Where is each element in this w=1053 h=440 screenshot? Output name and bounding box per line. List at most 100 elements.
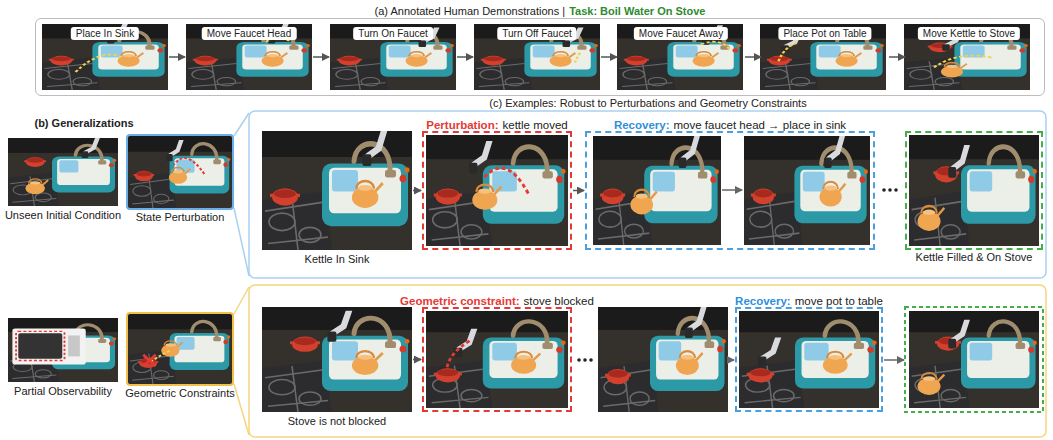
scene-photo — [744, 136, 870, 245]
recovery-frame: Recovery:move faucet head → place in sin… — [585, 131, 875, 250]
scene — [904, 24, 1030, 90]
scene — [474, 24, 600, 90]
frame-caption: Kettle In Sink — [305, 253, 370, 265]
scene-photo — [262, 307, 412, 412]
kettle — [262, 52, 288, 67]
step-arrow — [722, 189, 742, 191]
text-block: Unseen Initial Condition — [4, 209, 122, 222]
text-block: Move Faucet Away — [634, 27, 728, 40]
step-label: Move Faucet Head — [207, 28, 292, 39]
frame-heading: Recovery: — [735, 295, 791, 307]
kettle — [550, 52, 576, 67]
text-block: Stove is not blocked — [258, 415, 416, 428]
robot-arm — [419, 28, 437, 47]
example-frame: Unseen Initial Condition — [8, 138, 118, 206]
scene-photo — [8, 318, 118, 382]
motion-arrow — [575, 53, 580, 63]
step-frame: Place Pot on Table — [762, 24, 888, 90]
kettle — [26, 179, 49, 194]
ellipsis-dot — [882, 188, 886, 192]
robot-arm — [824, 136, 842, 168]
step-arrow — [413, 190, 421, 192]
scene-photo — [617, 24, 743, 90]
scene-photo — [904, 24, 1030, 90]
frame-heading: Perturbation: — [426, 119, 498, 131]
step-arrow — [313, 56, 329, 58]
kettle — [836, 52, 862, 67]
scene-photo — [474, 24, 600, 90]
perturbation-frame: Perturbation:kettle moved — [422, 131, 572, 250]
zoom-bracket — [234, 287, 249, 435]
constraint-panel — [249, 285, 1046, 437]
step-arrow — [601, 56, 617, 58]
layout-arrows — [577, 188, 904, 362]
demo-panel: (a) Annotated Human Demonstrations |Task… — [35, 18, 1045, 96]
motion-arrow — [933, 56, 992, 69]
text-block: Turn Off Faucet — [497, 27, 576, 40]
robot-arm — [758, 337, 778, 366]
section-heading: (c) Examples: Robust to Perturbations an… — [489, 97, 806, 109]
kettle — [472, 185, 501, 210]
text-block: (a) Annotated Human Demonstrations |Task… — [375, 5, 706, 17]
section-heading: (b) Generalizations — [34, 117, 133, 129]
scene-photo — [598, 307, 728, 412]
frame-caption: Kettle Filled & On Stove — [916, 251, 1033, 263]
robot-arm — [685, 307, 704, 338]
robot-arm — [166, 140, 181, 161]
scene — [262, 131, 412, 250]
text-block: Recovery: move pot to table — [735, 295, 883, 307]
example-photos — [262, 131, 1043, 412]
scene — [426, 311, 568, 408]
text-block: State Perturbation — [124, 211, 236, 224]
state-frame: Stove is not blocked — [262, 307, 412, 412]
step-arrow — [884, 359, 904, 361]
text-block: Place In Sink — [71, 27, 139, 40]
text-block: Move Faucet Head — [202, 27, 297, 40]
scene — [617, 24, 743, 90]
robot-arm — [82, 138, 98, 158]
scene-photo — [760, 24, 886, 90]
scene — [760, 24, 886, 90]
step-label: Move Kettle to Stove — [923, 28, 1015, 39]
frame-heading: move faucet head → place in sink — [674, 119, 847, 131]
pot — [434, 188, 462, 204]
robot-arm — [563, 28, 581, 47]
ellipsis-dot — [888, 188, 892, 192]
text-block: Partial Observability — [4, 385, 122, 398]
pot — [746, 368, 774, 382]
pot — [624, 56, 649, 66]
kettle — [693, 52, 719, 67]
scene — [909, 311, 1039, 408]
kettle — [676, 351, 703, 375]
microwave — [12, 328, 85, 364]
kettle — [118, 52, 144, 67]
frame-caption: Unseen Initial Condition — [5, 209, 121, 221]
pot — [751, 189, 776, 205]
frame-heading: move pot to table — [795, 295, 883, 307]
pot — [481, 56, 506, 66]
ellipsis-dot — [894, 188, 898, 192]
robot-arm — [679, 136, 697, 168]
robot-arm — [948, 320, 967, 349]
scene-photo — [593, 136, 721, 245]
motion-arrow — [76, 55, 122, 72]
step-label: Place In Sink — [76, 28, 134, 39]
step-arrow — [889, 56, 905, 58]
scene-photo — [128, 314, 232, 384]
step-arrow — [728, 359, 734, 361]
scene-photo — [262, 131, 412, 250]
scene — [128, 314, 232, 384]
robot-arm — [327, 311, 349, 342]
step-frame: Move Faucet Away — [618, 24, 744, 90]
motion-arrow — [701, 42, 730, 50]
scene-photo — [8, 138, 118, 206]
scene — [426, 135, 568, 246]
scene-photo — [186, 24, 312, 90]
scene — [262, 307, 412, 412]
kettle — [169, 168, 190, 184]
scene-photo — [330, 24, 456, 90]
frame-heading: stove blocked — [524, 295, 594, 307]
step-frame: Turn On Faucet — [330, 24, 456, 90]
kettle — [352, 351, 383, 375]
